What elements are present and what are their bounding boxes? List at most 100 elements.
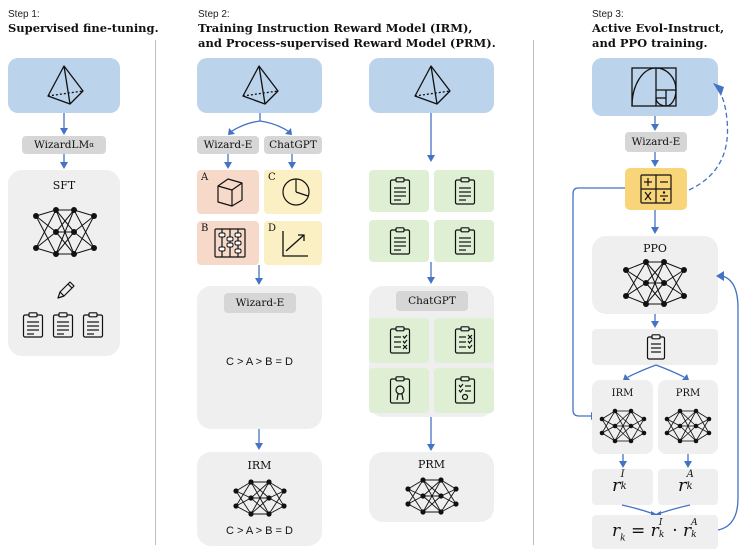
step3-number: Step 3: [592,9,624,20]
calculator-icon [640,174,672,204]
ppo-panel: PPO [592,236,718,314]
clipboard-icon [52,312,74,338]
step3-title-line2: and PPO training. [592,36,708,50]
divider-1 [155,40,156,545]
wizard-e-tag: Wizard-E [197,136,259,154]
neural-net-icon [599,408,647,444]
step2-split-arrows [228,113,292,135]
chatgpt-tag: ChatGPT [264,136,322,154]
sft-label: SFT [52,179,76,192]
checked-tile-1 [369,318,429,363]
tiles-to-wizard-e-arrow [255,265,263,285]
wizard-e-to-irm-arrow [255,429,263,450]
pie-chart-icon [282,178,310,206]
checked-tile-2 [434,318,494,363]
calc-to-ppo-arrow [651,210,659,234]
calculator-box [625,168,687,210]
irm-mini-panel: IRM [592,380,653,454]
formula-ri: r [650,521,659,541]
wizard-e-panel-tag: Wizard-E [224,293,296,313]
cube-icon [217,178,243,207]
green-tile-2 [434,170,494,212]
clipboard-icon [22,312,44,338]
step2-title-line2: and Process-supervised Reward Model (PRM… [198,36,496,50]
clipboard-rosette-icon [389,376,411,404]
chatgpt-arrow [288,154,296,169]
step1-arrow-1 [60,113,68,135]
clipboard-icon [389,227,411,255]
step3-spiral-box [592,58,718,116]
irm-ranking-text: C > A > B = D [226,525,293,537]
irm-mini-label: IRM [611,388,634,399]
wizardlm-label: WizardLM [34,139,90,151]
tile-c-letter: C [268,172,276,183]
pyramid-icon [242,65,279,105]
tile-b-letter: B [201,223,209,234]
pyramid-icon [47,65,84,105]
wizard-e-arrow [224,154,232,169]
wizard-e-panel: Wizard-E C > A > B = D [197,286,322,429]
ppo-to-clipboard-arrow [651,314,659,328]
abacus-icon [214,228,246,258]
ri-r: r [612,475,621,496]
clipboard-check-icon [454,326,476,354]
formula-eq: = [625,521,651,541]
neural-net-icon [233,479,287,517]
prm-mini-panel: PRM [658,380,718,454]
pyramid-icon [414,65,451,105]
clipboard-rosette-icon [454,376,476,404]
rewards-merge-arrows [621,504,691,516]
sft-panel: SFT [8,170,120,356]
formula-r: r [612,521,621,541]
step3-wizard-e-tag: Wizard-E [625,132,687,152]
ppo-label: PPO [643,242,667,255]
clipboard-icon [389,177,411,205]
pencil-icon [57,281,75,299]
step2-title-line1: Training Instruction Reward Model (IRM), [198,21,473,35]
step1-title: Supervised fine-tuning. [8,21,159,35]
irm-panel: IRM C > A > B = D [197,452,322,546]
response-split-arrows [623,364,689,380]
green-tile-1 [369,170,429,212]
prm-pyramid-arrow [427,113,435,162]
clipboard-icon [82,312,104,338]
ra-r: r [678,475,687,496]
green-to-chatgpt-arrow [427,262,435,284]
clipboard-icon [646,334,666,360]
tile-d-letter: D [268,223,277,234]
clipboard-icon [454,227,476,255]
chatgpt-to-prm-arrow [427,417,435,451]
prm-panel: PRM [369,452,494,522]
checked-tile-4 [434,368,494,413]
formula-dot: · [666,521,684,541]
step1-pyramid-box [8,58,120,113]
evol-loop-dashed-arrow [688,83,729,191]
step1-number: Step 1: [8,9,40,20]
step3-title-line1: Active Evol-Instruct, [592,21,725,35]
prm-mini-label: PRM [675,388,701,399]
line-chart-icon [282,231,308,257]
prm-label: PRM [418,458,445,471]
step1-arrow-2 [60,154,68,169]
tile-d: D [264,221,322,265]
clipboard-icon [454,177,476,205]
irm-label: IRM [247,459,272,472]
wizardlm-sup: α [89,141,94,149]
checked-tile-3 [369,368,429,413]
formula-ra: r [683,521,692,541]
green-tile-4 [434,220,494,262]
step2-number: Step 2: [198,9,230,20]
reward-to-ppo-arrow [716,271,739,531]
step2-prm-pyramid-box [369,58,494,113]
neural-net-icon [33,207,97,257]
response-panel [592,329,718,365]
divider-2 [533,40,534,545]
chatgpt-panel-tag: ChatGPT [396,291,468,311]
